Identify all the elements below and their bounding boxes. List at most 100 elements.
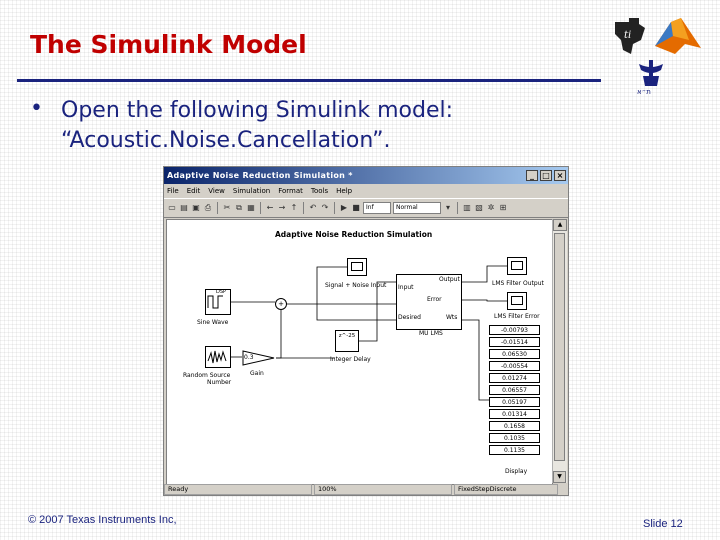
display-value: 0.1035	[489, 433, 540, 443]
wts-port-label: Wts	[446, 314, 458, 321]
display-value: 0.1135	[489, 445, 540, 455]
title-underline	[17, 79, 601, 82]
cut-icon[interactable]: ✂	[223, 203, 231, 212]
display-value: 0.01314	[489, 409, 540, 419]
toolbar-separator	[260, 202, 261, 214]
simulation-mode-select[interactable]: Normal	[393, 202, 441, 214]
display-value: 0.05197	[489, 397, 540, 407]
lms-filter-output-label: LMS Filter Output	[492, 280, 544, 287]
display-value: 0.1658	[489, 421, 540, 431]
display-value: 0.01274	[489, 373, 540, 383]
random-source-block[interactable]	[205, 346, 231, 368]
gain-label: Gain	[250, 370, 264, 377]
scroll-thumb[interactable]	[554, 233, 565, 461]
integer-delay-label: Integer Delay	[330, 356, 371, 363]
menu-tools[interactable]: Tools	[310, 187, 329, 195]
new-icon[interactable]: ▭	[168, 203, 176, 212]
university-emblem-icon: ת״א	[637, 60, 663, 94]
undo-icon[interactable]: ↶	[309, 203, 317, 212]
vertical-scrollbar[interactable]: ▲ ▼	[552, 219, 567, 483]
number-label: Number	[207, 379, 232, 386]
sine-wave-icon	[207, 295, 223, 309]
desired-port-label: Desired	[398, 314, 421, 321]
sum-block[interactable]: +	[275, 298, 287, 310]
menu-edit[interactable]: Edit	[186, 187, 201, 195]
input-port-label: Input	[398, 284, 414, 291]
stop-simulation-icon[interactable]: ■	[352, 203, 360, 212]
error-port-label: Error	[427, 296, 442, 303]
random-source-label: Random Source	[183, 372, 231, 379]
paste-icon[interactable]: ▦	[247, 203, 255, 212]
window-titlebar[interactable]: Adaptive Noise Reduction Simulation * _ …	[164, 167, 568, 184]
sine-wave-block[interactable]	[205, 289, 231, 315]
up-icon[interactable]: ↑	[290, 203, 298, 212]
lms-filter-block[interactable]	[396, 274, 462, 330]
scroll-up-icon[interactable]: ▲	[553, 219, 567, 231]
signal-lines	[231, 265, 507, 401]
integer-delay-block[interactable]: z^-25	[335, 330, 359, 352]
scroll-down-icon[interactable]: ▼	[553, 471, 566, 483]
copy-icon[interactable]: ⧉	[236, 203, 242, 212]
matlab-logo-icon	[655, 18, 701, 54]
svg-text:ת״א: ת״א	[637, 88, 651, 94]
window-title: Adaptive Noise Reduction Simulation *	[167, 171, 353, 180]
scope-lms-output[interactable]	[507, 257, 527, 275]
menu-file[interactable]: File	[167, 187, 179, 195]
debugger-icon[interactable]: ✲	[487, 203, 495, 212]
menu-bar: File Edit View Simulation Format Tools H…	[164, 184, 568, 198]
toolbar-separator	[217, 202, 218, 214]
slide-title: The Simulink Model	[30, 30, 307, 59]
menu-help[interactable]: Help	[336, 187, 353, 195]
mu-lms-label: MU LMS	[419, 330, 443, 337]
toolbar-separator	[457, 202, 458, 214]
open-icon[interactable]: ▤	[180, 203, 188, 212]
footer-copyright: © 2007 Texas Instruments Inc,	[28, 514, 177, 526]
redo-icon[interactable]: ↷	[321, 203, 329, 212]
display-value: -0.00793	[489, 325, 540, 335]
back-icon[interactable]: ←	[266, 203, 274, 212]
ti-logo-icon: ti	[615, 18, 645, 54]
noise-icon	[207, 350, 227, 364]
bullet-line-1: Open the following Simulink model:	[61, 98, 454, 123]
gain-block[interactable]	[242, 350, 276, 366]
status-bar: Ready 100% FixedStepDiscrete	[164, 483, 568, 495]
scope-lms-error[interactable]	[507, 292, 527, 310]
menu-view[interactable]: View	[208, 187, 225, 195]
bullet-text: Open the following Simulink model: “Acou…	[61, 96, 453, 156]
scope-signal-noise[interactable]	[347, 258, 367, 276]
dsp-label: DSP	[216, 289, 227, 295]
print-icon[interactable]: ⎙	[204, 203, 212, 212]
minimize-icon[interactable]: _	[526, 170, 538, 181]
zoom-icon[interactable]: ⊞	[499, 203, 507, 212]
chevron-down-icon[interactable]: ▾	[445, 203, 450, 212]
menu-simulation[interactable]: Simulation	[232, 187, 271, 195]
toolbar: ▭ ▤ ▣ ⎙ ✂ ⧉ ▦ ← → ↑ ↶ ↷ ▶ ■ Inf Normal ▾…	[164, 198, 568, 218]
menu-format[interactable]: Format	[278, 187, 303, 195]
slide-number: Slide 12	[643, 518, 683, 530]
model-title: Adaptive Noise Reduction Simulation	[275, 230, 433, 239]
close-icon[interactable]: ×	[554, 170, 566, 181]
display-value: 0.06557	[489, 385, 540, 395]
svg-text:ti: ti	[624, 30, 631, 41]
display-value: -0.01514	[489, 337, 540, 347]
display-value: 0.06530	[489, 349, 540, 359]
forward-icon[interactable]: →	[278, 203, 286, 212]
display-label: Display	[505, 468, 528, 475]
stop-time-input[interactable]: Inf	[363, 202, 391, 214]
start-simulation-icon[interactable]: ▶	[340, 203, 348, 212]
z-delay-label: z^-25	[338, 333, 356, 339]
maximize-icon[interactable]: □	[540, 170, 552, 181]
model-explorer-icon[interactable]: ▧	[475, 203, 483, 212]
logo-cluster: ti ת״א	[615, 18, 701, 94]
lms-filter-error-label: LMS Filter Error	[494, 313, 540, 320]
bullet-line-2: “Acoustic.Noise.Cancellation”.	[61, 128, 391, 153]
simulink-window: Adaptive Noise Reduction Simulation * _ …	[163, 166, 569, 496]
status-zoom: 100%	[314, 483, 452, 495]
status-ready: Ready	[164, 483, 312, 495]
model-canvas[interactable]: Adaptive Noise Reduction Simulation DSP …	[166, 219, 553, 485]
save-icon[interactable]: ▣	[192, 203, 200, 212]
library-browser-icon[interactable]: ▥	[463, 203, 471, 212]
status-solver: FixedStepDiscrete	[454, 483, 558, 495]
display-value: -0.00554	[489, 361, 540, 371]
bullet-marker: •	[30, 96, 43, 121]
